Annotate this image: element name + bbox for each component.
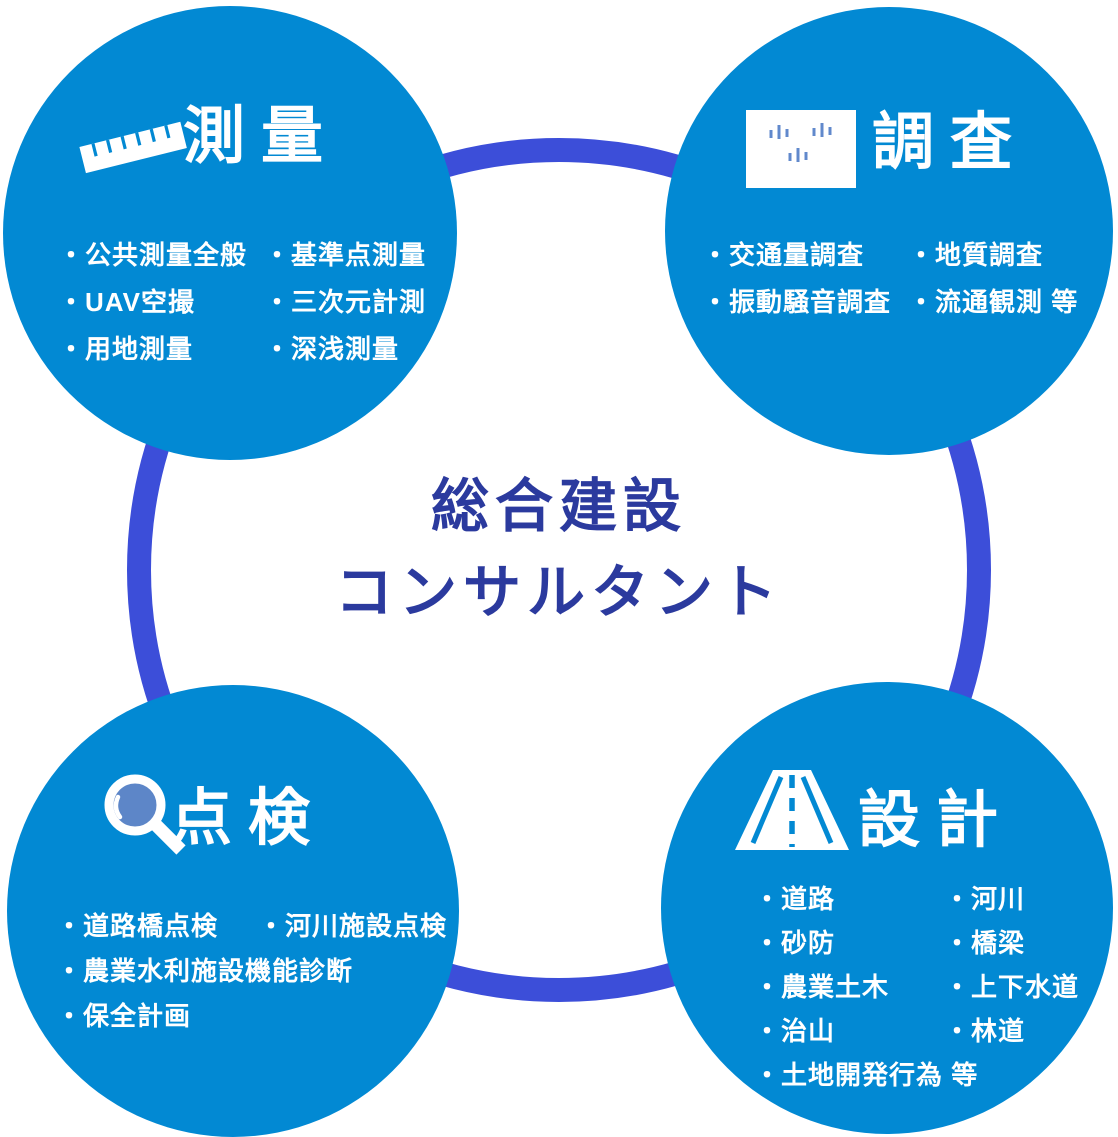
heading-research: 調査: [872, 108, 1029, 177]
list-item: ・深浅測量: [264, 334, 400, 364]
list-item: ・河川施設点検: [258, 911, 448, 941]
list-item: ・流通観測 等: [908, 287, 1079, 317]
magnifier-icon: [104, 774, 186, 855]
design-list-col1: ・道路 ・砂防 ・農業土木 ・治山 ・土地開発行為 等: [754, 875, 978, 1095]
ruler-icon: [79, 121, 187, 174]
list-item: ・河川: [944, 883, 1026, 914]
list-item: ・砂防: [754, 927, 836, 958]
research-list-col1: ・交通量調査 ・振動騒音調査: [702, 230, 891, 324]
list-item: ・基準点測量: [264, 240, 427, 270]
list-item: ・治山: [754, 1015, 836, 1046]
list-item: ・用地測量: [58, 334, 194, 364]
list-item: ・農業土木: [754, 971, 890, 1002]
list-item: ・公共測量全般: [58, 240, 248, 270]
list-item: ・保全計画: [56, 1001, 192, 1031]
research-list-col2: ・地質調査 ・流通観測 等: [908, 230, 1078, 324]
center-title: 総合建設 コンサルタント: [0, 464, 1118, 636]
list-item: ・地質調査: [908, 240, 1044, 270]
center-title-line1: 総合建設: [430, 474, 687, 539]
list-item: ・農業水利施設機能診断: [56, 956, 354, 986]
list-item: ・道路: [754, 883, 836, 914]
list-item: ・道路橋点検: [56, 911, 219, 941]
heading-design: 設計: [858, 786, 1015, 855]
circle-inspection: [7, 685, 459, 1137]
list-item: ・UAV空撮: [58, 287, 195, 317]
list-item: ・三次元計測: [264, 287, 427, 317]
list-item: ・土地開発行為 等: [754, 1059, 979, 1090]
circle-research: [665, 7, 1113, 455]
inspection-list-col1: ・道路橋点検 ・農業水利施設機能診断 ・保全計画: [56, 902, 353, 1037]
heading-inspection: 点検: [170, 784, 327, 853]
circle-survey: [3, 6, 457, 460]
list-item: ・振動騒音調査: [702, 287, 892, 317]
survey-map-icon: [746, 110, 856, 188]
design-list-col2: ・河川 ・橋梁 ・上下水道 ・林道: [944, 875, 1079, 1051]
list-item: ・橋梁: [944, 927, 1026, 958]
list-item: ・林道: [944, 1015, 1026, 1046]
center-title-line2: コンサルタント: [334, 560, 783, 625]
inspection-list-col2: ・河川施設点検: [258, 902, 447, 947]
survey-list-col1: ・公共測量全般 ・UAV空撮 ・用地測量: [58, 230, 247, 371]
heading-survey: 測量: [183, 102, 340, 171]
circle-design: [661, 682, 1113, 1134]
list-item: ・上下水道: [944, 971, 1080, 1002]
road-icon: [735, 770, 849, 850]
survey-list-col2: ・基準点測量 ・三次元計測 ・深浅測量: [264, 230, 426, 371]
list-item: ・交通量調査: [702, 240, 865, 270]
